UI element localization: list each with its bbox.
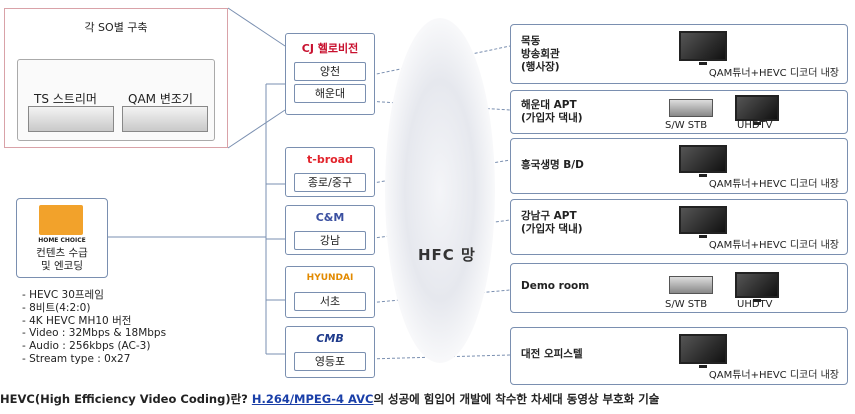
qam-modulator-label: QAM 변조기 [128, 92, 193, 106]
region-haeundae: 해운대 [294, 84, 366, 103]
hfc-network-label: HFC 망 [418, 246, 476, 264]
tv-caption: UHDTV [737, 299, 773, 310]
region-gangnam: 강남 [294, 231, 366, 250]
mso-hyundai: HYUNDAI 서초 [285, 266, 375, 318]
site-name: 해운대 APT (가입자 댁내) [521, 99, 583, 124]
mso-cnm: C&M 강남 [285, 205, 375, 255]
stb-caption: S/W STB [665, 120, 708, 131]
region-jongno: 종로/중구 [294, 173, 366, 192]
region-yeongdeungpo: 영등포 [294, 352, 366, 371]
cmb-logo: CMB [316, 331, 344, 345]
ts-streamer-label: TS 스트리머 [34, 92, 97, 106]
spec-item: - Video : 32Mbps & 18Mbps [22, 327, 167, 340]
site-daejeon-officetel: 대전 오피스텔 QAM튜너+HEVC 디코더 내장 [510, 327, 848, 385]
hfc-network-cloud [385, 18, 495, 363]
home-choice-logo-text: HOME CHOICE [38, 237, 86, 244]
hyundai-logo: HYUNDAI [306, 273, 354, 283]
tv-caption: UHDTV [737, 120, 773, 131]
cnm-logo: C&M [315, 210, 345, 224]
site-name: Demo room [521, 280, 590, 292]
content-source-box: HOME CHOICE 컨텐츠 수급 및 엔코딩 [16, 198, 108, 278]
qam-modulator-device [122, 106, 208, 132]
cj-logo: CJ 헬로비전 [301, 42, 359, 55]
site-mokdong: 목동 방송회관 (행사장) QAM튜너+HEVC 디코더 내장 [510, 24, 848, 84]
so-build-title: 각 SO별 구축 [84, 21, 148, 34]
encoding-spec-list: - HEVC 30프레임 - 8비트(4:2:0) - 4K HEVC MH10… [22, 289, 166, 366]
spec-item: - 8비트(4:2:0) [22, 301, 91, 314]
hevc-definition: HEVC(High Efficiency Video Coding)란? H.2… [0, 391, 855, 407]
home-choice-logo [39, 205, 83, 235]
site-name: 목동 방송회관 (행사장) [521, 35, 560, 73]
tv-icon [679, 206, 727, 238]
footer-text-pre: HEVC(High Efficiency Video Coding)란? [0, 392, 252, 406]
site-demo-room: Demo room S/W STB UHDTV [510, 263, 848, 313]
set-top-box-icon [669, 99, 713, 117]
site-name: 강남구 APT (가입자 댁내) [521, 210, 583, 235]
region-seocho: 서초 [294, 292, 366, 311]
spec-item: - HEVC 30프레임 [22, 289, 104, 301]
tv-icon [735, 272, 779, 302]
ts-streamer-device [28, 106, 114, 132]
site-haeundae-apt: 해운대 APT (가입자 댁내) S/W STB UHDTV [510, 90, 848, 134]
device-caption: QAM튜너+HEVC 디코더 내장 [708, 68, 839, 79]
site-name: 대전 오피스텔 [521, 348, 583, 360]
stb-caption: S/W STB [665, 299, 708, 310]
footer-text-post: 의 성공에 힘입어 개발에 착수한 차세대 동영상 부호화 기술 [373, 392, 660, 406]
so-build-box: 각 SO별 구축 TS 스트리머 QAM 변조기 [4, 8, 228, 148]
site-name: 흥국생명 B/D [521, 159, 584, 171]
device-caption: QAM튜너+HEVC 디코더 내장 [708, 240, 839, 251]
tv-icon [679, 334, 727, 368]
mso-tbroad: t-broad 종로/중구 [285, 147, 375, 197]
tv-icon [679, 145, 727, 177]
device-caption: QAM튜너+HEVC 디코더 내장 [708, 370, 839, 381]
region-yangcheon: 양천 [294, 62, 366, 81]
tv-icon [679, 31, 727, 65]
device-caption: QAM튜너+HEVC 디코더 내장 [708, 179, 839, 190]
spec-item: - Audio : 256kbps (AC-3) [22, 340, 151, 353]
avc-link[interactable]: H.264/MPEG-4 AVC [251, 392, 374, 406]
tbroad-logo: t-broad [307, 152, 353, 166]
spec-item: - 4K HEVC MH10 버전 [22, 314, 132, 327]
site-gangnam-apt: 강남구 APT (가입자 댁내) QAM튜너+HEVC 디코더 내장 [510, 199, 848, 255]
tv-icon [735, 95, 779, 125]
equipment-rack: TS 스트리머 QAM 변조기 [17, 59, 215, 141]
mso-cmb: CMB 영등포 [285, 326, 375, 378]
mso-cj: CJ 헬로비전 양천 해운대 [285, 33, 375, 115]
site-heungkuk-bd: 흥국생명 B/D QAM튜너+HEVC 디코더 내장 [510, 138, 848, 194]
content-source-label: 컨텐츠 수급 및 엔코딩 [36, 247, 88, 272]
spec-item: - Stream type : 0x27 [22, 352, 131, 365]
set-top-box-icon [669, 276, 713, 294]
